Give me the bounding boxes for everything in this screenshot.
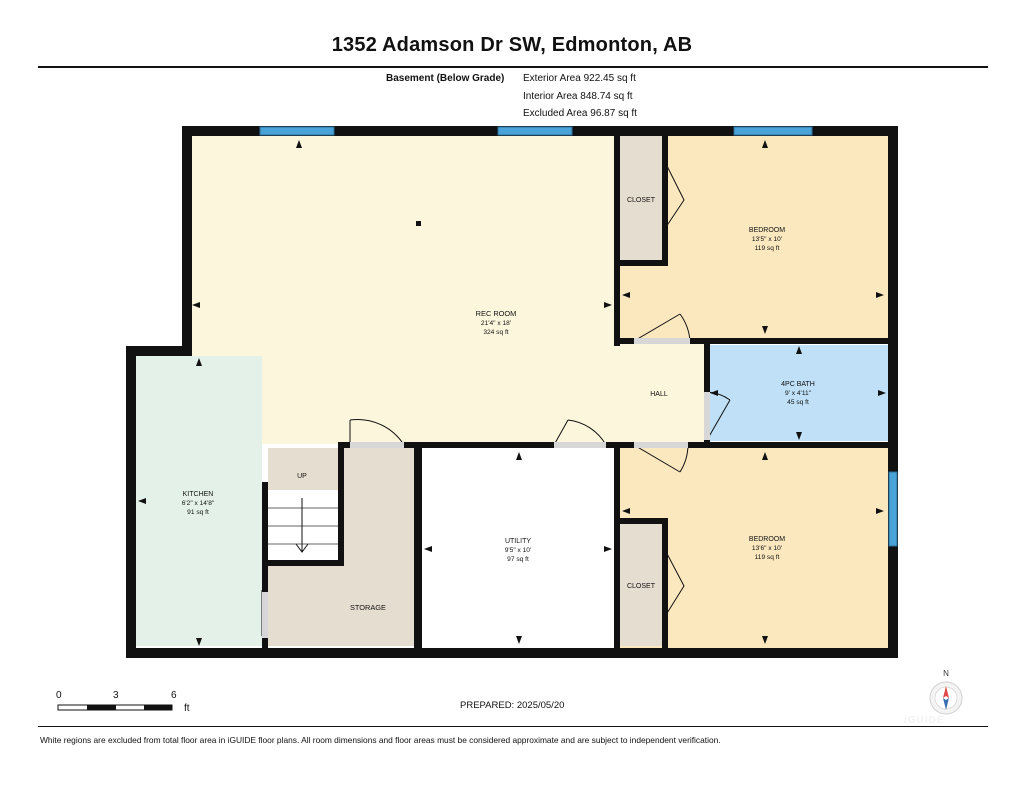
door-utility (553, 419, 607, 446)
hall-fill (614, 340, 706, 444)
kitchen-area: 91 sq ft (187, 509, 209, 516)
utility-dims: 9'5" x 10' (505, 547, 532, 554)
stair-fill (268, 490, 338, 560)
scale-bar (57, 704, 173, 711)
bedroom-bottom-area: 119 sq ft (755, 554, 780, 561)
wall-closet-top-south (620, 260, 668, 266)
prepared-date: PREPARED: 2025/05/20 (460, 700, 565, 711)
wall-mid-horizontal-a (404, 442, 554, 448)
wall-closet-bottom-north (620, 518, 668, 524)
wall-bedroom-top-south (690, 338, 888, 344)
stair-arrow (295, 498, 309, 553)
windows (259, 126, 898, 547)
bedroom-top-area: 119 sq ft (755, 245, 780, 252)
threshold-kitchen (262, 592, 268, 638)
closet-top-fill (620, 136, 662, 260)
threshold-rec-storage (350, 442, 404, 448)
wall-mid-horizontal-c (688, 442, 888, 448)
wall-south (126, 648, 898, 658)
bath-name: 4PC BATH (781, 381, 815, 388)
kitchen-name: KITCHEN (183, 491, 214, 498)
door-closet-bottom-a (663, 547, 685, 619)
door-closet-top-a (663, 159, 685, 231)
utility-area: 97 sq ft (507, 556, 529, 563)
wall-stair-south (262, 560, 340, 566)
wall-east (888, 126, 898, 658)
utility-name: UTILITY (505, 538, 531, 545)
bedroom-top-alcove-fill (620, 266, 668, 340)
compass-north-label: N (943, 669, 949, 678)
wall-west-lower (126, 346, 136, 658)
window-rec-2 (497, 126, 573, 136)
rec-room-dims: 21'4" x 18' (481, 320, 511, 327)
threshold-utility (554, 442, 606, 448)
closet-top-name: CLOSET (627, 197, 656, 204)
wall-utility-west (414, 448, 422, 648)
scale-tick-3: 3 (113, 690, 119, 701)
scale-unit: ft (184, 703, 190, 714)
window-bedroom-bottom (888, 471, 898, 547)
rec-room-name: REC ROOM (476, 309, 517, 318)
page-title: 1352 Adamson Dr SW, Edmonton, AB (331, 34, 693, 56)
wall-west-upper (182, 126, 192, 356)
scale-tick-0: 0 (56, 690, 62, 701)
level-name: Basement (Below Grade) (386, 73, 505, 84)
bedroom-bottom-dims: 13'6" x 10' (752, 545, 782, 552)
threshold-bedroom-bottom (634, 442, 688, 448)
header-divider (38, 66, 988, 68)
bedroom-bottom-name: BEDROOM (749, 536, 785, 543)
kitchen-fill (136, 356, 262, 646)
dimension-arrows (138, 140, 886, 646)
wall-bedroom-top-south-left (614, 338, 634, 344)
wall-closet-bottom-east (662, 518, 668, 648)
bedroom-top-name: BEDROOM (749, 227, 785, 234)
door-thresholds (262, 338, 710, 638)
exterior-area: Exterior Area 922.45 sq ft (523, 73, 636, 84)
stairs-label: UP (297, 473, 307, 480)
room-fills (136, 136, 888, 650)
rec-room-area: 324 sq ft (483, 329, 508, 336)
bath-fill (710, 345, 888, 441)
door-rec-storage (349, 419, 405, 446)
bedroom-top-fill (668, 136, 888, 340)
window-rec-1 (259, 126, 335, 136)
room-labels: REC ROOM 21'4" x 18' 324 sq ft BEDROOM 1… (182, 197, 815, 612)
wall-closet-top-east (662, 136, 668, 266)
bedroom-top-dims: 13'5" x 10' (752, 236, 782, 243)
bath-area: 45 sq ft (787, 399, 809, 406)
scale-tick-6: 6 (171, 690, 177, 701)
window-bedroom-top (733, 126, 813, 136)
closet-bottom-fill (620, 524, 662, 646)
utility-fill (422, 450, 614, 646)
hall-name: HALL (650, 391, 668, 398)
threshold-bath (704, 392, 710, 440)
interior-area: Interior Area 848.74 sq ft (523, 91, 633, 102)
brand-watermark: iGUIDE (904, 715, 945, 726)
wall-mid-horizontal-b (606, 442, 634, 448)
rec-room-fill (192, 136, 614, 444)
bath-dims: 9' x 4'11" (785, 390, 812, 397)
wall-kitchen-north (126, 346, 192, 356)
compass: N (926, 668, 966, 728)
wall-utility-east (614, 448, 620, 648)
excluded-area: Excluded Area 96.87 sq ft (523, 108, 637, 119)
stairs (268, 498, 338, 553)
wall-stair-east (338, 444, 344, 566)
threshold-bedroom-top (634, 338, 690, 344)
storage-name: STORAGE (350, 603, 386, 612)
compass-icon: N (929, 669, 963, 715)
kitchen-dims: 6'2" x 14'8" (182, 500, 215, 507)
wall-rec-east (614, 136, 620, 346)
footer-divider (38, 726, 988, 727)
closet-bottom-name: CLOSET (627, 583, 656, 590)
disclaimer: White regions are excluded from total fl… (40, 735, 721, 745)
marker-square (416, 221, 421, 226)
